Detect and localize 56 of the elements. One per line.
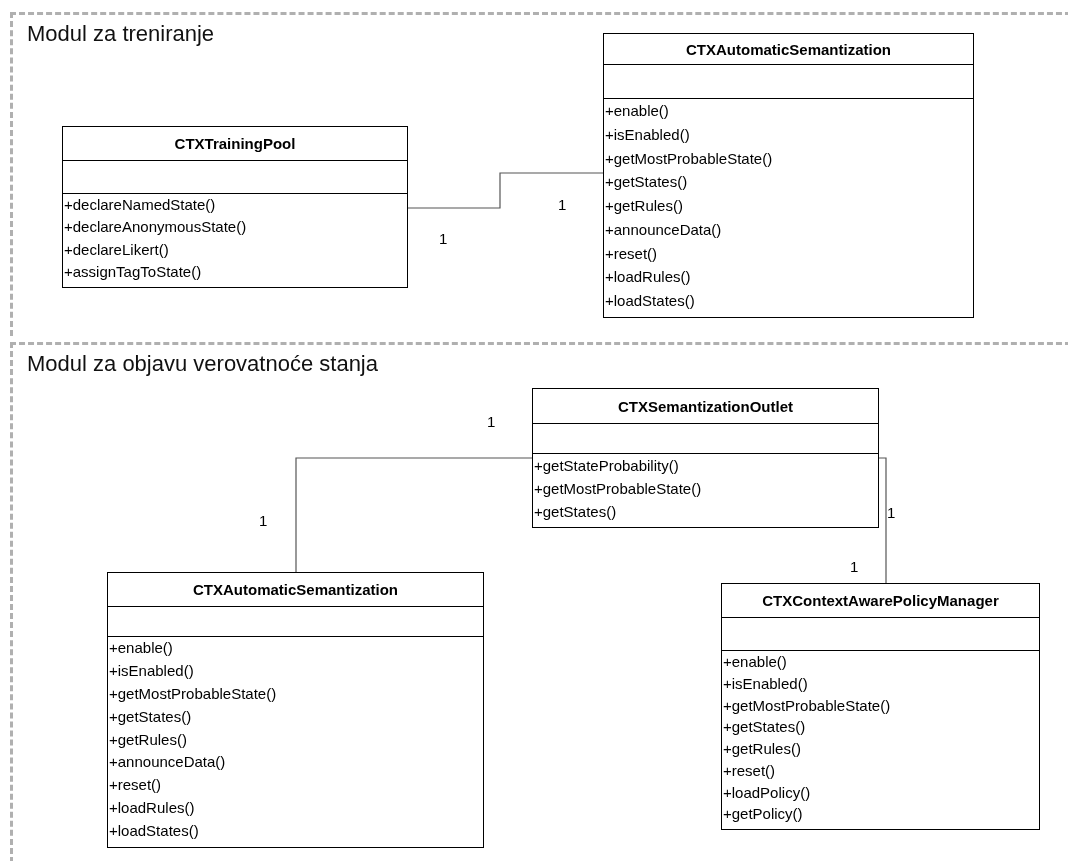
method-text: +getMostProbableState() [109, 684, 277, 702]
method-text: +isEnabled() [605, 125, 690, 143]
multiplicity-label: 1 [850, 558, 859, 575]
method-text: +isEnabled() [723, 674, 808, 692]
method-text: +getStates() [723, 718, 806, 736]
multiplicity-label: 1 [887, 504, 896, 521]
method-text: +loadPolicy() [723, 783, 811, 801]
method-text: +enable() [109, 639, 173, 656]
method-text: +getPolicy() [723, 805, 803, 823]
package-frame [10, 342, 1068, 861]
method-text: +getMostProbableState() [605, 149, 773, 167]
method-text: +assignTagToState() [64, 262, 202, 280]
method-text: +getRules() [109, 730, 187, 748]
method-text: +getStates() [109, 707, 192, 725]
method-text: +enable() [605, 102, 669, 119]
method-text: +announceData() [605, 220, 722, 238]
method-text: +getMostProbableState() [534, 480, 702, 497]
method-text: +getRules() [723, 740, 801, 757]
class-box [62, 126, 408, 288]
method-text: +loadRules() [605, 268, 691, 286]
class-box [603, 33, 974, 318]
method-text: +isEnabled() [109, 661, 194, 679]
class-name: CTXContextAwarePolicyManager [762, 592, 999, 609]
multiplicity-label: 1 [558, 196, 567, 213]
method-text: +reset() [605, 244, 658, 262]
method-text: +announceData() [109, 753, 226, 771]
method-text: +reset() [723, 761, 776, 779]
method-text: +loadStates() [109, 822, 199, 839]
method-text: +enable() [723, 653, 787, 670]
package-title: Modul za treniranje [27, 21, 215, 47]
class-box [107, 572, 484, 848]
method-text: +getStateProbability() [534, 457, 679, 474]
association-line [407, 172, 604, 209]
multiplicity-label: 1 [259, 512, 268, 529]
method-text: +declareAnonymousState() [64, 218, 247, 236]
method-text: +getMostProbableState() [723, 696, 891, 714]
class-name: CTXAutomaticSemantization [193, 581, 398, 598]
class-box [721, 583, 1040, 830]
method-text: +declareLikert() [64, 240, 169, 258]
association-line [295, 457, 533, 573]
class-name: CTXAutomaticSemantization [686, 40, 891, 58]
class-name: CTXSemantizationOutlet [618, 397, 793, 415]
method-text: +getStates() [534, 503, 617, 520]
method-text: +getRules() [605, 197, 683, 215]
class-box [532, 388, 879, 528]
association-line [878, 457, 887, 584]
multiplicity-label: 1 [439, 230, 448, 247]
multiplicity-label: 1 [487, 413, 496, 430]
method-text: +loadStates() [605, 292, 695, 310]
method-text: +loadRules() [109, 799, 195, 817]
method-text: +getStates() [605, 173, 688, 191]
package-frame [10, 12, 1068, 336]
method-text: +reset() [109, 776, 162, 794]
package-title: Modul za objavu verovatnoće stanja [27, 351, 378, 377]
class-name: CTXTrainingPool [174, 135, 296, 152]
method-text: +declareNamedState() [64, 196, 216, 213]
